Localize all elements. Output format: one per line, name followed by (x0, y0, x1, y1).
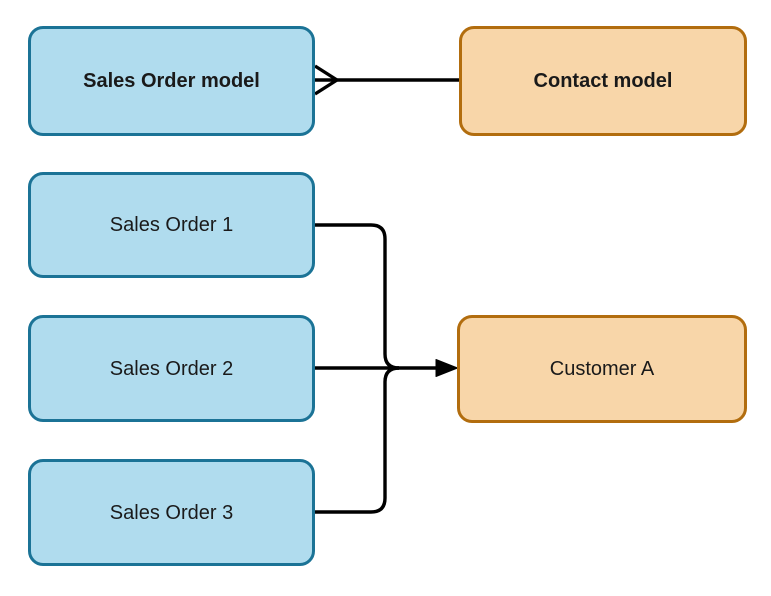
node-contact-model: Contact model (459, 26, 747, 136)
node-customer-a-label: Customer A (549, 358, 655, 380)
node-sales-order-2: Sales Order 2 (28, 315, 315, 422)
node-sales-order-1-label: Sales Order 1 (109, 214, 234, 236)
edge-sales-order-1-to-customer-a (315, 223, 400, 370)
node-sales-order-3: Sales Order 3 (28, 459, 315, 566)
node-contact-model-label: Contact model (533, 70, 673, 92)
arrowhead-icon (435, 359, 458, 377)
node-sales-order-1: Sales Order 1 (28, 172, 315, 278)
node-sales-order-2-label: Sales Order 2 (109, 357, 234, 380)
node-sales-order-model: Sales Order model (28, 26, 315, 136)
node-sales-order-3-label: Sales Order 3 (109, 501, 234, 524)
edge-sales-order-3-to-customer-a (314, 366, 400, 514)
crow-foot-many-icon (314, 64, 338, 96)
node-customer-a: Customer A (457, 315, 747, 423)
node-sales-order-model-label: Sales Order model (83, 70, 260, 92)
